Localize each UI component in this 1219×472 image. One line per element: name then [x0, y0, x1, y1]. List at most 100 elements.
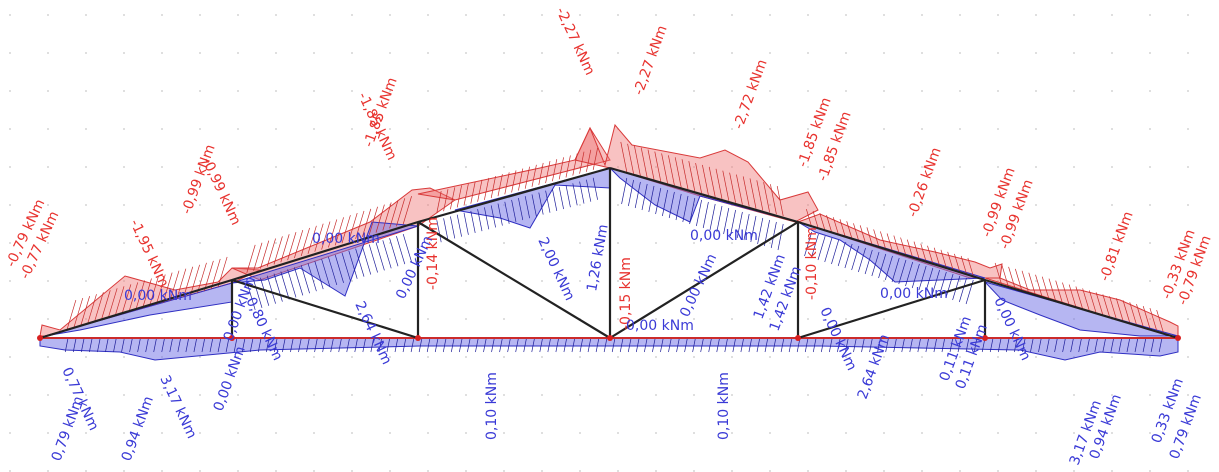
hatch-line — [547, 337, 551, 353]
hatch-line — [1102, 337, 1106, 353]
hatch-line — [635, 337, 640, 353]
grid-dot — [541, 318, 543, 320]
grid-dot — [655, 52, 657, 54]
hatch-line — [450, 337, 455, 353]
hatch-line — [402, 337, 407, 353]
hatch-line — [853, 223, 860, 242]
grid-dot — [997, 318, 999, 320]
grid-dot — [1187, 432, 1189, 434]
hatch-line — [675, 193, 682, 221]
grid-dot — [1111, 356, 1113, 358]
grid-dot — [313, 204, 315, 206]
hatch-line — [246, 281, 256, 311]
grid-dot — [47, 90, 49, 92]
hatch-line — [307, 263, 317, 292]
hatch-line — [763, 182, 770, 213]
grid-dot — [883, 470, 885, 472]
grid-dot — [1073, 242, 1075, 244]
grid-dot — [1035, 280, 1037, 282]
hatch-line — [459, 337, 463, 353]
top-chord-left — [39, 166, 611, 340]
moment-label: 0,00 kNm — [690, 228, 758, 244]
grid-dot — [731, 166, 733, 168]
hatch-line — [410, 337, 415, 353]
hatch-line — [772, 337, 777, 353]
hatch-line — [909, 337, 913, 353]
hatch-line — [844, 243, 853, 269]
grid-dot — [465, 166, 467, 168]
grid-dot — [731, 432, 733, 434]
hatch-line — [880, 231, 887, 250]
grid-dot — [237, 470, 239, 472]
hatch-line — [770, 221, 777, 249]
grid-dot — [389, 318, 391, 320]
hatch-line — [1110, 337, 1115, 353]
hatch-line — [949, 337, 954, 353]
grid-dot — [541, 52, 543, 54]
hatch-line — [368, 206, 378, 235]
grid-dot — [655, 280, 657, 282]
hatch-line — [668, 191, 675, 219]
grid-dot — [503, 242, 505, 244]
grid-dot — [237, 394, 239, 396]
hatch-line — [145, 337, 149, 353]
hatch-line — [994, 262, 1003, 286]
grid-dot — [275, 432, 277, 434]
hatch-line — [1035, 274, 1043, 297]
grid-dot — [883, 394, 885, 396]
grid-dot — [997, 394, 999, 396]
grid-dot — [541, 90, 543, 92]
grid-dot — [617, 14, 619, 16]
grid-dot — [1149, 14, 1151, 16]
grid-dot — [693, 356, 695, 358]
hatch-line — [321, 258, 331, 288]
grid-dot — [313, 432, 315, 434]
hatch-line — [518, 198, 524, 221]
hatch-line — [273, 236, 283, 265]
grid-dot — [655, 470, 657, 472]
hatch-line — [681, 159, 689, 190]
grid-dot — [541, 470, 543, 472]
grid-dot — [883, 318, 885, 320]
hatch-line — [866, 227, 873, 246]
grid-dot — [1035, 166, 1037, 168]
hatch-line — [1070, 337, 1074, 353]
grid-dot — [883, 14, 885, 16]
hatch-line — [722, 170, 730, 201]
grid-dot — [769, 204, 771, 206]
grid-dot — [85, 52, 87, 54]
grid-dot — [845, 356, 847, 358]
grid-dot — [123, 356, 125, 358]
grid-dot — [199, 470, 201, 472]
hatch-line — [113, 337, 117, 353]
hatch-line — [348, 212, 358, 242]
grid-dot — [617, 90, 619, 92]
hatch-line — [911, 263, 920, 289]
node — [415, 335, 421, 341]
hatch-line — [662, 189, 668, 217]
hatch-line — [917, 337, 921, 353]
hatch-line — [382, 240, 392, 269]
hatch-line — [531, 164, 537, 187]
grid-dot — [579, 394, 581, 396]
hatch-line — [463, 212, 469, 235]
grid-dot — [9, 394, 11, 396]
grid-dot — [161, 242, 163, 244]
grid-dot — [845, 52, 847, 54]
grid-dot — [313, 470, 315, 472]
hatch-line — [396, 198, 406, 227]
grid-dot — [123, 204, 125, 206]
grid-dot — [1073, 14, 1075, 16]
hatch-line — [724, 337, 728, 353]
hatch-line — [558, 186, 564, 210]
hatch-line — [886, 233, 893, 252]
hatch-line — [648, 185, 655, 213]
hatch-line — [80, 337, 85, 353]
hatch-line — [443, 218, 449, 241]
grid-dot — [313, 128, 315, 130]
grid-dot — [921, 14, 923, 16]
grid-dot — [465, 394, 467, 396]
hatch-line — [1038, 337, 1042, 353]
grid-dot — [883, 90, 885, 92]
hatch-line — [378, 337, 383, 353]
